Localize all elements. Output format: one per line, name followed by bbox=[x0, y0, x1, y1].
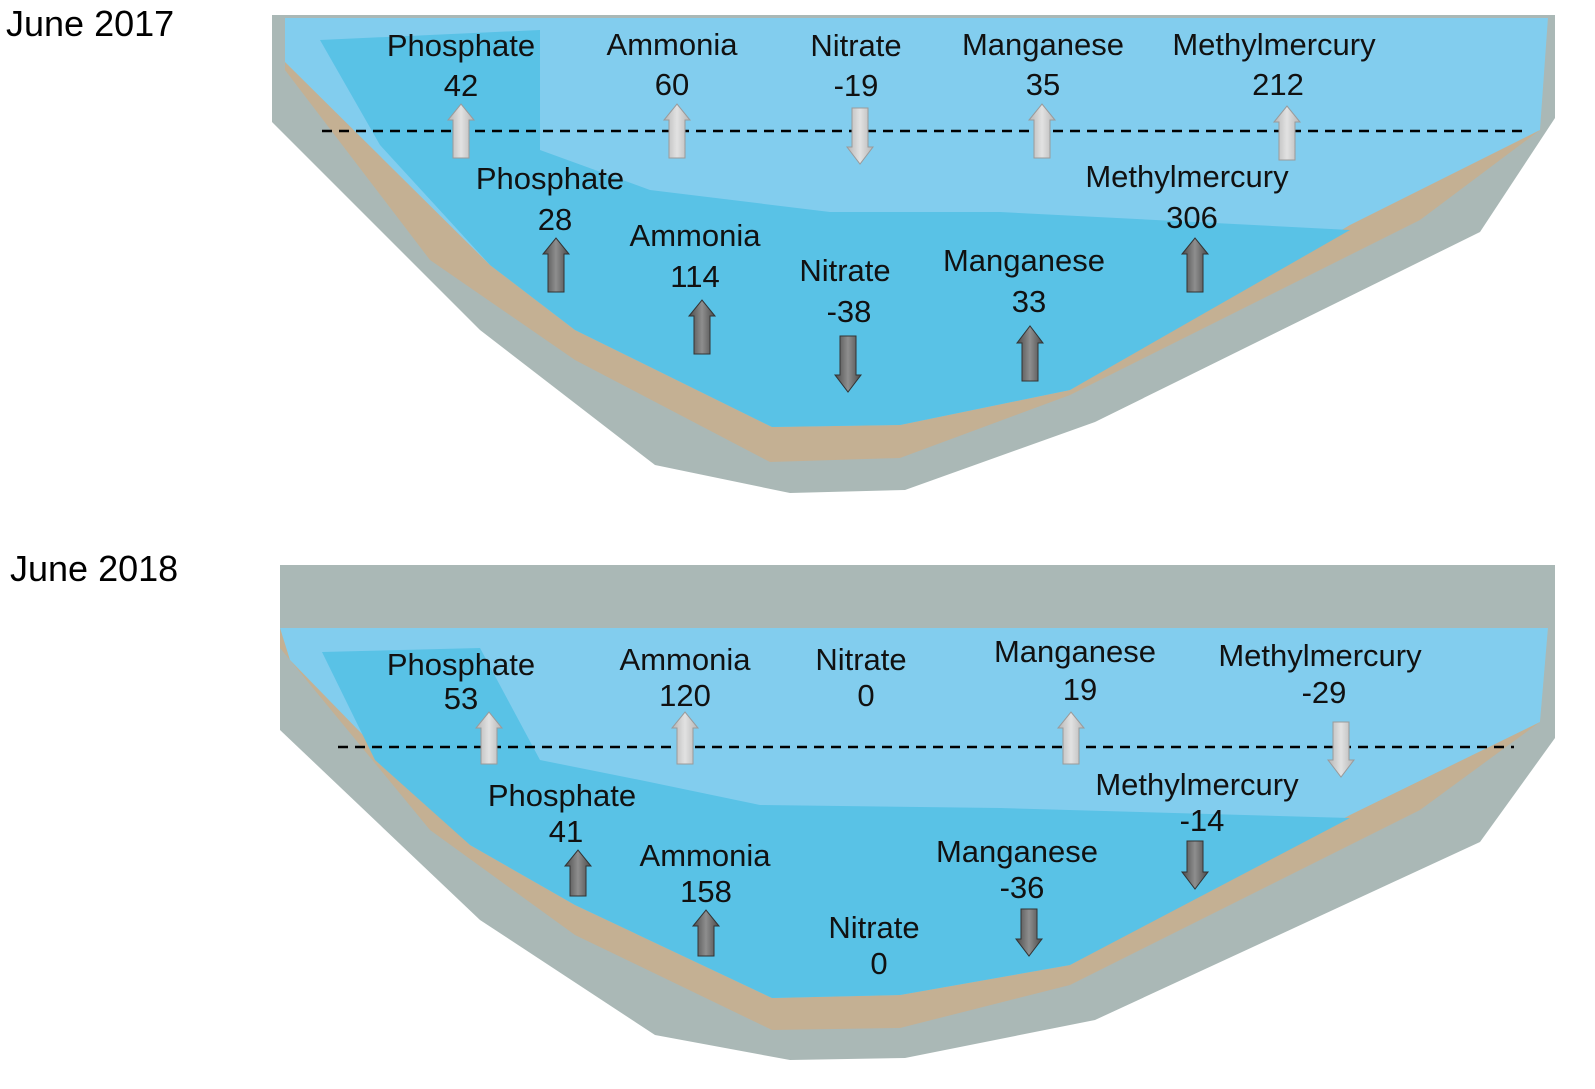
flux-value-nitrate: -38 bbox=[827, 294, 872, 329]
arrow-up-icon bbox=[1272, 105, 1302, 161]
flux-value-phosphate: 28 bbox=[538, 202, 572, 237]
arrow-down-icon bbox=[845, 107, 875, 165]
arrow-up-icon bbox=[563, 849, 593, 897]
arrow-up-icon bbox=[691, 909, 721, 957]
flux-label-ammonia: Ammonia bbox=[620, 642, 752, 677]
flux-value-phosphate: 41 bbox=[549, 814, 583, 849]
flux-value-ammonia: 60 bbox=[655, 67, 689, 102]
upper-layer-fluxes: Phosphate 42 Ammonia 60 Nitrate -19 Mang… bbox=[387, 27, 1376, 165]
flux-value-methylmercury: 212 bbox=[1252, 67, 1304, 102]
flux-label-methylmercury: Methylmercury bbox=[1085, 159, 1289, 194]
panel-title: June 2017 bbox=[6, 3, 174, 44]
lower-layer-fluxes: Phosphate 41 Ammonia 158 Nitrate 0 Manga… bbox=[488, 767, 1299, 981]
arrow-up-icon bbox=[687, 299, 717, 355]
flux-label-methylmercury: Methylmercury bbox=[1218, 638, 1422, 673]
flux-label-phosphate: Phosphate bbox=[488, 778, 636, 813]
flux-value-methylmercury: -14 bbox=[1180, 803, 1225, 838]
flux-value-manganese: -36 bbox=[1000, 870, 1045, 905]
flux-value-ammonia: 114 bbox=[670, 259, 719, 294]
flux-label-ammonia: Ammonia bbox=[607, 27, 739, 62]
flux-label-phosphate: Phosphate bbox=[476, 161, 624, 196]
lower-layer-fluxes: Phosphate 28 Ammonia 114 Nitrate -38 Man… bbox=[476, 159, 1289, 393]
flux-label-methylmercury: Methylmercury bbox=[1095, 767, 1299, 802]
arrow-down-icon bbox=[1326, 721, 1356, 778]
flux-label-nitrate: Nitrate bbox=[810, 28, 901, 63]
upper-layer-fluxes: Phosphate 53 Ammonia 120 Nitrate 0 Manga… bbox=[387, 634, 1422, 778]
flux-label-manganese: Manganese bbox=[994, 634, 1156, 669]
arrow-up-icon bbox=[1180, 237, 1210, 293]
arrow-up-icon bbox=[474, 711, 504, 765]
panel-june-2017: June 2017 Phosphate 42 Ammonia 60 Nitrat… bbox=[6, 3, 1555, 493]
arrow-down-icon bbox=[833, 335, 863, 393]
lower-water-layer bbox=[322, 648, 1350, 998]
arrow-up-icon bbox=[446, 103, 476, 159]
flux-label-nitrate: Nitrate bbox=[828, 910, 919, 945]
arrow-down-icon bbox=[1014, 908, 1044, 957]
flux-label-ammonia: Ammonia bbox=[640, 838, 772, 873]
flux-label-phosphate: Phosphate bbox=[387, 647, 535, 682]
flux-label-manganese: Manganese bbox=[962, 27, 1124, 62]
arrow-up-icon bbox=[670, 711, 700, 765]
flux-value-nitrate: 0 bbox=[857, 678, 874, 713]
lower-water-layer bbox=[320, 30, 1350, 427]
flux-value-nitrate: 0 bbox=[870, 946, 887, 981]
flux-label-methylmercury: Methylmercury bbox=[1172, 27, 1376, 62]
flux-value-phosphate: 53 bbox=[444, 681, 478, 716]
flux-value-ammonia: 120 bbox=[659, 678, 711, 713]
flux-value-nitrate: -19 bbox=[834, 68, 879, 103]
flux-label-phosphate: Phosphate bbox=[387, 28, 535, 63]
arrow-down-icon bbox=[1180, 840, 1210, 890]
flux-value-manganese: 35 bbox=[1026, 67, 1060, 102]
flux-value-methylmercury: 306 bbox=[1166, 200, 1218, 235]
flux-label-manganese: Manganese bbox=[936, 834, 1098, 869]
arrow-up-icon bbox=[541, 237, 571, 293]
arrow-up-icon bbox=[1015, 325, 1045, 382]
flux-value-manganese: 19 bbox=[1063, 672, 1097, 707]
flux-label-nitrate: Nitrate bbox=[815, 642, 906, 677]
panel-title: June 2018 bbox=[10, 548, 178, 589]
arrow-up-icon bbox=[662, 103, 692, 159]
flux-value-phosphate: 42 bbox=[444, 68, 478, 103]
flux-label-nitrate: Nitrate bbox=[799, 253, 890, 288]
flux-value-methylmercury: -29 bbox=[1302, 675, 1347, 710]
flux-value-manganese: 33 bbox=[1012, 284, 1046, 319]
flux-label-ammonia: Ammonia bbox=[630, 218, 762, 253]
panel-june-2018: June 2018 Phosphate 53 Ammonia 120 Nitra… bbox=[10, 548, 1555, 1060]
flux-value-ammonia: 158 bbox=[680, 874, 732, 909]
flux-label-manganese: Manganese bbox=[943, 243, 1105, 278]
arrow-up-icon bbox=[1056, 711, 1086, 765]
arrow-up-icon bbox=[1027, 103, 1057, 159]
